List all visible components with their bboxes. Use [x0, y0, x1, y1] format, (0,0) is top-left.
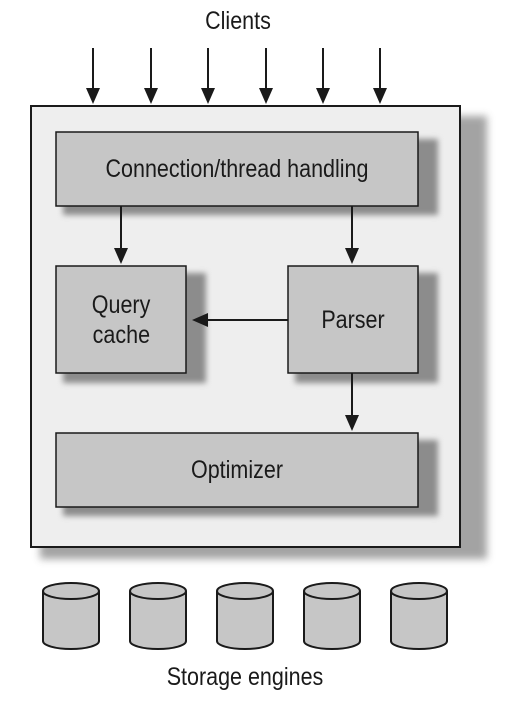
connection-label: Connection/thread handling — [105, 155, 369, 183]
client-arrow-head-3 — [201, 88, 215, 104]
query-cache-label-line2: cache — [92, 320, 150, 349]
client-arrow-head-6 — [373, 88, 387, 104]
cylinder-icon — [390, 582, 448, 650]
optimizer-box — [55, 432, 419, 508]
parser-box — [287, 265, 419, 374]
clients-label: Clients — [205, 7, 271, 35]
cylinder-icon — [216, 582, 274, 650]
arrow-head-parser-to-optimizer — [345, 415, 359, 431]
arrow-head-connection-to-cache — [114, 248, 128, 264]
client-arrow-head-4 — [259, 88, 273, 104]
query-cache-label-line1: Query — [91, 290, 151, 319]
client-arrow-head-2 — [144, 88, 158, 104]
query-cache-label: Query cache — [56, 266, 186, 373]
client-arrow-head-1 — [86, 88, 100, 104]
internal-arrows — [114, 206, 359, 431]
cylinder-icon — [303, 582, 361, 650]
client-arrows — [86, 48, 387, 104]
parser-label: Parser — [321, 305, 385, 334]
arrow-head-connection-to-parser — [345, 248, 359, 264]
client-arrow-head-5 — [316, 88, 330, 104]
optimizer-label: Optimizer — [191, 456, 283, 484]
storage-engines-label: Storage engines — [166, 663, 324, 691]
storage-engines — [42, 582, 448, 650]
arrow-head-parser-to-cache — [192, 313, 208, 327]
connection-box — [55, 131, 419, 207]
query-cache-box — [55, 265, 187, 374]
cylinder-icon — [129, 582, 187, 650]
cylinder-icon — [42, 582, 100, 650]
